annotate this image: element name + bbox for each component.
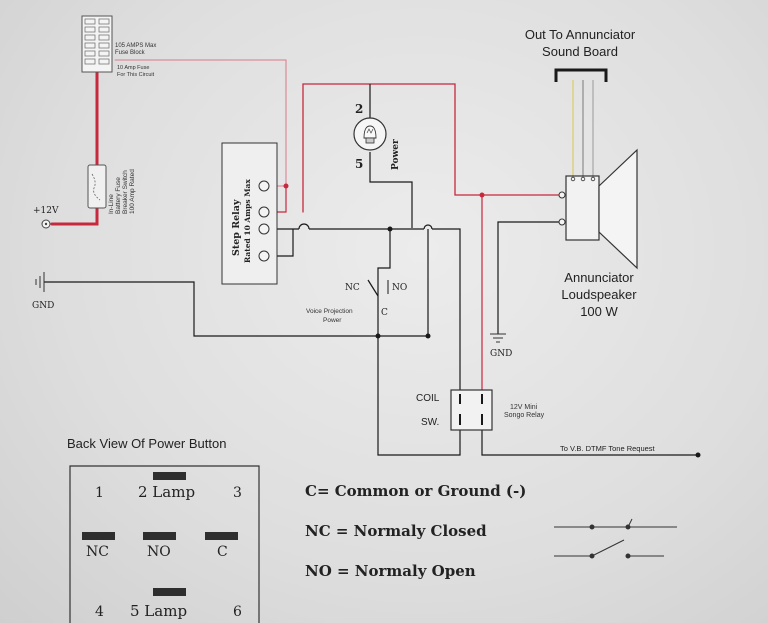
back-view-tabs: [82, 472, 238, 596]
back-view-c: C: [217, 544, 228, 560]
fuse-block-label-1: 105 AMPS Max: [115, 43, 156, 49]
nc-switch-symbol: [554, 518, 677, 530]
sound-board-connector: [554, 68, 608, 82]
speaker-label-1: Annunciator: [564, 270, 634, 285]
switch-nc-label: NC: [345, 283, 360, 293]
step-relay-terminals: [258, 180, 270, 262]
back-view-pin-2: 2 Lamp: [138, 483, 195, 501]
lamp-bulb-icon: [353, 117, 387, 151]
no-switch-symbol: [554, 539, 664, 559]
speaker-label-3: 100 W: [580, 304, 618, 319]
relay-note-2: Songo Relay: [504, 412, 545, 419]
fuse-block: [81, 15, 113, 73]
back-view-panel: [69, 465, 260, 623]
back-view-pin-6: 6: [233, 604, 242, 620]
lamp-pin-top: 2: [355, 102, 363, 116]
legend-common: C= Common or Ground (-): [305, 482, 526, 500]
lamp-power-label: Power: [391, 139, 401, 170]
inline-fuse-line-2: Battery Fuse: [115, 177, 122, 214]
back-view-title: Back View Of Power Button: [67, 436, 226, 451]
power-wires: [50, 59, 563, 391]
back-view-pin-1: 1: [95, 485, 104, 501]
gnd-left-label: GND: [32, 301, 54, 311]
wire-crossovers: [298, 223, 433, 230]
back-view-pin-4: 4: [95, 604, 104, 620]
step-relay-line-1: Step Relay: [231, 199, 242, 256]
sound-board-title-1: Out To Annunciator: [525, 27, 636, 42]
fuse-block-label-2: Fuse Block: [115, 50, 146, 56]
legend-normally-open: NO = Normaly Open: [305, 562, 476, 580]
step-relay-label: Step Relay Rated 10 Amps Max: [231, 179, 252, 263]
mini-relay-box: [450, 389, 493, 431]
dtmf-label: To V.B. DTMF Tone Request: [560, 444, 656, 453]
sound-board-title-2: Sound Board: [542, 44, 618, 59]
fuse-block-label-4: For This Circuit: [117, 72, 155, 78]
speaker-label-2: Loudspeaker: [561, 287, 637, 302]
gnd-speaker-label: GND: [490, 349, 512, 359]
legend-normally-closed: NC = Normaly Closed: [305, 522, 487, 540]
lamp-pin-bottom: 5: [355, 157, 363, 171]
switch-c-label: C: [381, 308, 388, 318]
fuse-block-label-3: 10 Amp Fuse: [117, 65, 149, 71]
inline-fuse-label: In-Line Battery Fuse Breaker Switch 100 …: [108, 169, 136, 214]
gnd-speaker-symbol: [490, 333, 506, 343]
back-view-pin-5: 5 Lamp: [130, 602, 187, 620]
step-relay-line-2: Rated 10 Amps Max: [243, 179, 252, 263]
junction-dots: [283, 183, 701, 458]
relay-note-1: 12V Mini: [510, 404, 538, 411]
inline-fuse-line-1: In-Line: [108, 194, 115, 214]
relay-sw-label: SW.: [421, 417, 439, 428]
relay-coil-label: COIL: [416, 393, 440, 404]
inline-fuse-line-3: Breaker Switch: [122, 170, 129, 214]
mini-relay-contacts: [459, 394, 483, 425]
switch-caption-2: Power: [323, 317, 342, 324]
plus12v-label: +12V: [33, 206, 59, 216]
gnd-left-symbol: [35, 272, 45, 292]
inline-fuse: [87, 164, 107, 209]
inline-fuse-line-4: 100 Amp Rated: [129, 169, 136, 214]
switch-no-label: NO: [392, 283, 407, 293]
speaker-leads: [572, 80, 594, 176]
signal-wires: [44, 84, 698, 456]
plus12v-terminal-dot: [44, 222, 48, 226]
loudspeaker-icon: [558, 148, 638, 270]
back-view-pin-3: 3: [233, 485, 242, 501]
back-view-no: NO: [147, 544, 171, 560]
back-view-nc: NC: [86, 544, 109, 560]
switch-caption-1: Voice Projection: [306, 308, 353, 315]
